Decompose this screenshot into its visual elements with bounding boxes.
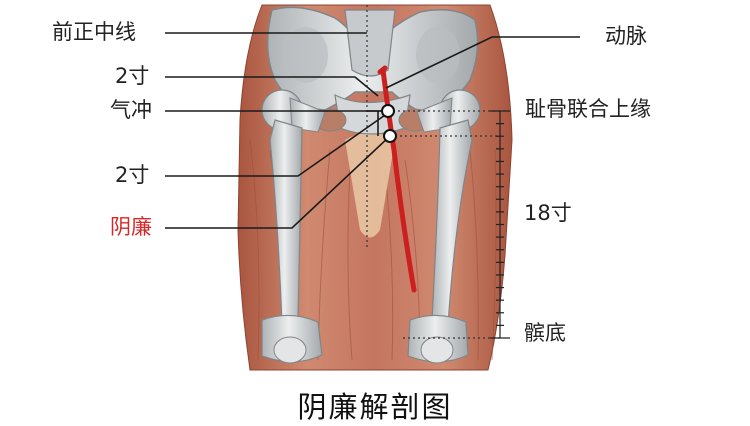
- label-two-cun-upper: 2寸: [115, 64, 150, 88]
- qichong-point: [381, 104, 395, 118]
- label-midline: 前正中线: [52, 20, 136, 44]
- label-artery: 动脉: [605, 24, 647, 48]
- label-pubic-upper-border: 耻骨联合上缘: [525, 97, 651, 121]
- label-two-cun-lower: 2寸: [115, 163, 150, 187]
- label-eighteen-cun: 18寸: [524, 201, 572, 225]
- femoral-artery: [380, 67, 417, 293]
- femurs: [261, 89, 481, 364]
- diagram-caption: 阴廉解剖图: [297, 390, 453, 424]
- label-patella-base: 髌底: [524, 321, 566, 345]
- eighteen-cun-ruler: [490, 110, 510, 339]
- yinlian-point: [383, 129, 397, 143]
- leader-lines: [165, 32, 580, 229]
- label-qichong: 气冲: [110, 98, 152, 122]
- label-yinlian: 阴廉: [110, 215, 152, 239]
